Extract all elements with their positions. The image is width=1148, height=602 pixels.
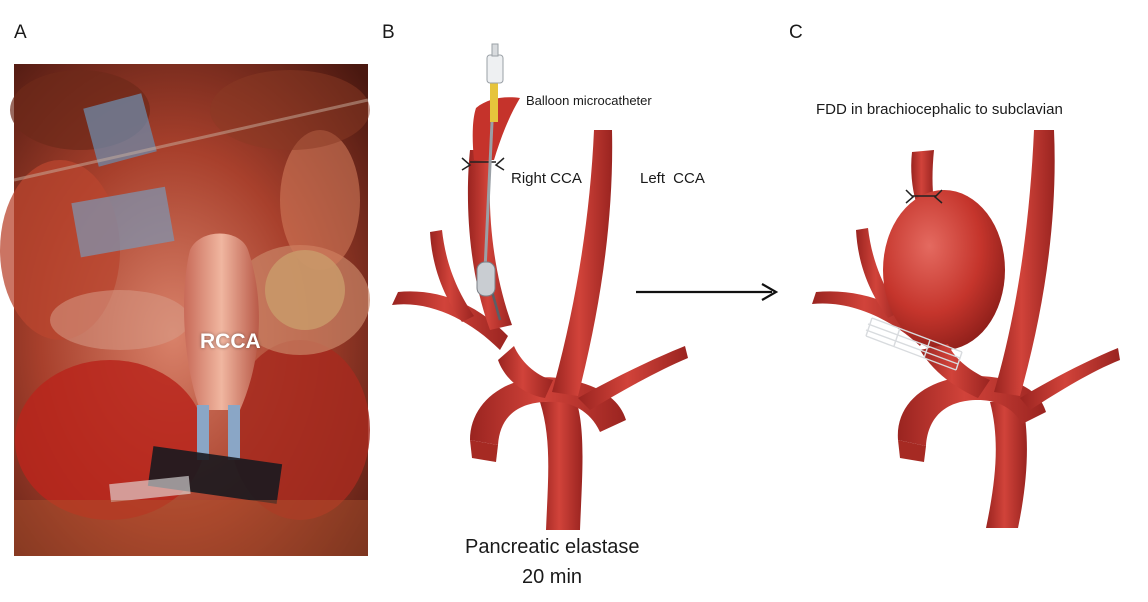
surgical-photo (0, 64, 370, 556)
caption-elastase: Pancreatic elastase (465, 536, 640, 558)
panel-letter-b: B (382, 22, 395, 43)
left-cca-label: Left CCA (640, 170, 705, 187)
panel-c-title: FDD in brachiocephalic to subclavian (816, 101, 1063, 118)
balloon-microcatheter (476, 43, 504, 321)
flow-diverter-device (865, 317, 963, 371)
panel-letter-a: A (14, 22, 27, 43)
panel-letter-c: C (789, 22, 803, 43)
balloon-microcatheter-label: Balloon microcatheter (526, 93, 652, 108)
right-cca-label: Right CCA (511, 170, 582, 187)
diagram-c-vessels (812, 130, 1120, 528)
ligature-b (461, 157, 505, 171)
caption-duration: 20 min (522, 566, 583, 588)
progression-arrow (636, 283, 779, 301)
rcca-label: RCCA (200, 330, 261, 353)
diagram-b-vessels (392, 97, 688, 530)
ligature-c (905, 189, 943, 204)
